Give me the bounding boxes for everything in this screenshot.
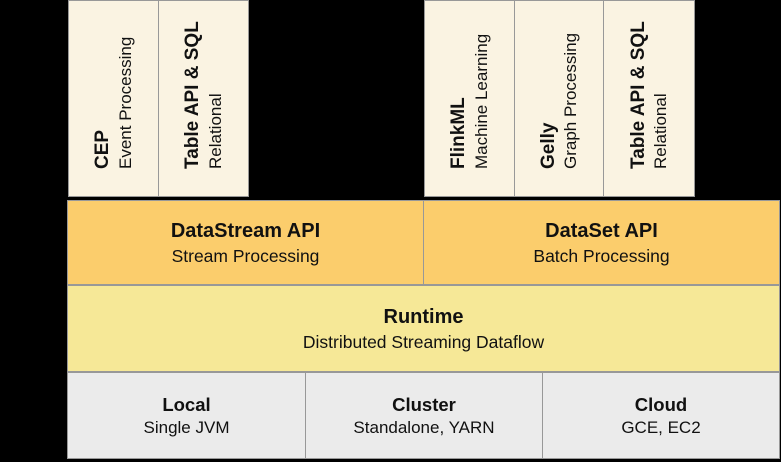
runtime-subtitle: Distributed Streaming Dataflow	[302, 332, 545, 353]
library-box-gelly-text: Gelly Graph Processing	[515, 1, 603, 196]
library-box-cep: CEP Event Processing	[68, 0, 159, 197]
dataset-api-title: DataSet API	[545, 220, 658, 243]
deploy-cloud-title: Cloud	[634, 393, 688, 415]
library-subtitle: Relational	[651, 93, 671, 169]
library-subtitle: Machine Learning	[471, 33, 491, 169]
library-title: FlinkML	[448, 97, 469, 169]
library-subtitle: Relational	[205, 93, 225, 169]
runtime-title: Runtime	[383, 306, 464, 329]
deployment-layer-row: Local Single JVM Cluster Standalone, YAR…	[67, 372, 780, 459]
library-box-table-api-sql-stream-text: Table API & SQL Relational	[159, 1, 248, 196]
deploy-cloud-subtitle: GCE, EC2	[621, 418, 701, 438]
deploy-cluster-title: Cluster	[392, 393, 456, 415]
runtime-layer-row: Runtime Distributed Streaming Dataflow	[67, 285, 780, 372]
library-title: CEP	[92, 129, 113, 169]
library-box-gelly: Gelly Graph Processing	[514, 0, 604, 197]
library-title: Table API & SQL	[627, 21, 649, 169]
deploy-cluster-box: Cluster Standalone, YARN	[305, 372, 543, 459]
library-box-cep-text: CEP Event Processing	[69, 1, 158, 196]
library-box-table-api-sql-batch-text: Table API & SQL Relational	[604, 1, 694, 196]
library-box-flinkml: FlinkML Machine Learning	[424, 0, 515, 197]
library-box-flinkml-text: FlinkML Machine Learning	[425, 1, 514, 196]
runtime-box: Runtime Distributed Streaming Dataflow	[67, 285, 780, 372]
library-box-table-api-sql-stream: Table API & SQL Relational	[158, 0, 249, 197]
api-layer-row: DataStream API Stream Processing DataSet…	[67, 200, 780, 285]
datastream-api-subtitle: Stream Processing	[171, 246, 320, 267]
datastream-libraries-group: CEP Event Processing Table API & SQL Rel…	[68, 0, 249, 197]
dataset-libraries-group: FlinkML Machine Learning Gelly Graph Pro…	[424, 0, 695, 197]
library-subtitle: Event Processing	[115, 36, 135, 169]
datastream-api-box: DataStream API Stream Processing	[67, 200, 424, 285]
datastream-api-title: DataStream API	[170, 220, 321, 243]
library-box-table-api-sql-batch: Table API & SQL Relational	[603, 0, 695, 197]
deploy-local-subtitle: Single JVM	[143, 418, 230, 438]
deploy-local-box: Local Single JVM	[67, 372, 306, 459]
dataset-api-subtitle: Batch Processing	[533, 246, 670, 267]
library-subtitle: Graph Processing	[561, 32, 581, 169]
library-title: Table API & SQL	[182, 21, 203, 169]
deploy-cluster-subtitle: Standalone, YARN	[353, 418, 495, 438]
dataset-api-box: DataSet API Batch Processing	[423, 200, 780, 285]
deploy-cloud-box: Cloud GCE, EC2	[542, 372, 780, 459]
library-title: Gelly	[537, 122, 559, 169]
deploy-local-title: Local	[162, 393, 211, 415]
